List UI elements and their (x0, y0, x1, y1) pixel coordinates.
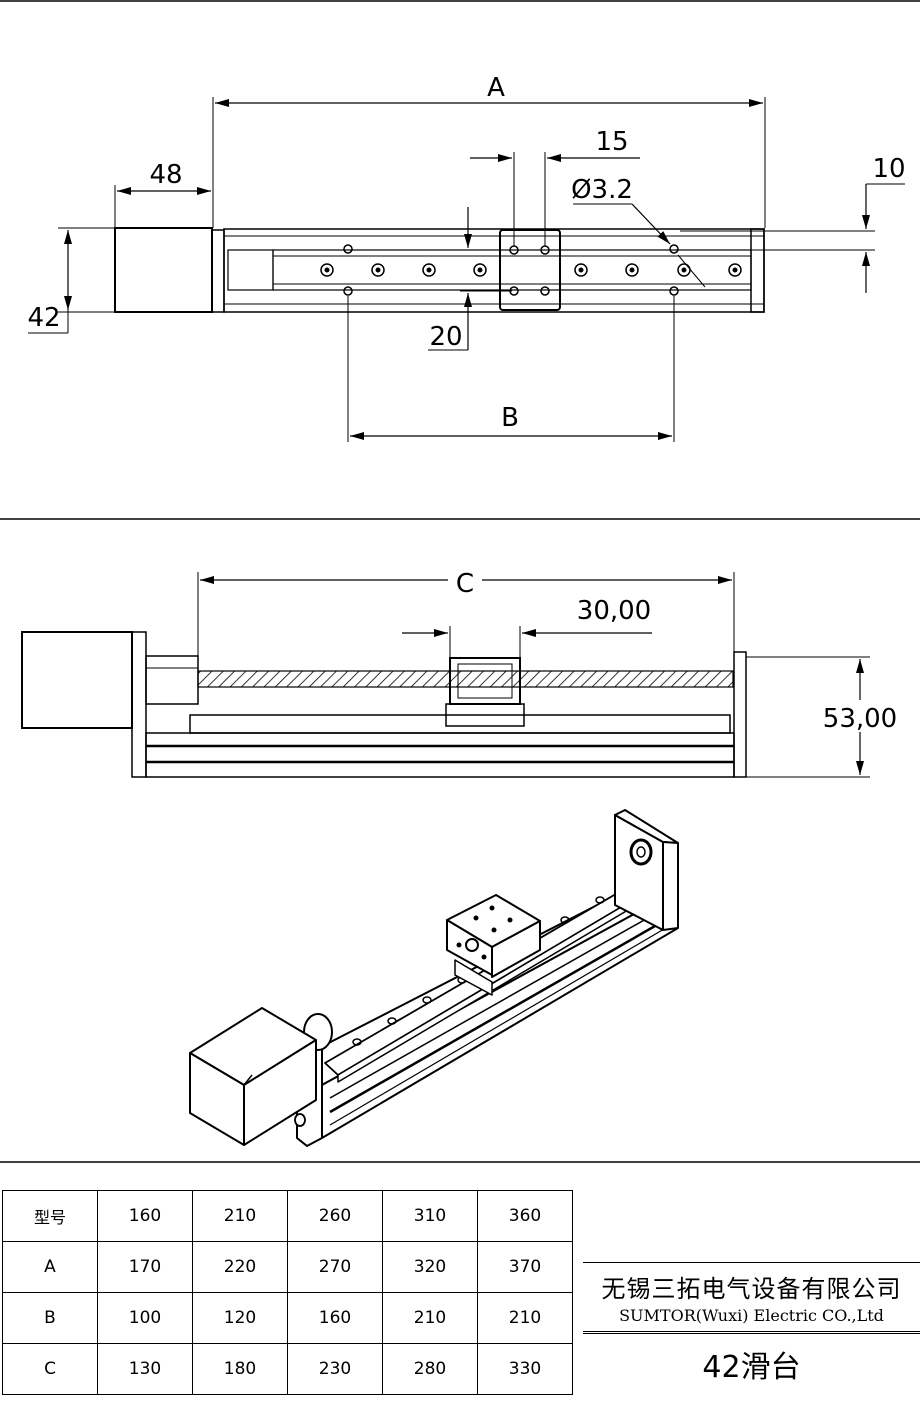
dim-label-B: B (501, 403, 519, 433)
table-cell: 210 (382, 1292, 478, 1344)
iso-motor-right (243, 1039, 317, 1146)
label-bg (448, 564, 482, 594)
table-cell: 型号 (2, 1190, 98, 1242)
table-cell: 260 (287, 1190, 383, 1242)
table-cell: 230 (287, 1343, 383, 1395)
company-name-cn: 无锡三拓电气设备有限公司 (601, 1275, 902, 1303)
iso-motor-chamfer (243, 1074, 253, 1086)
dim-label-42: 42 (27, 303, 60, 333)
table-row: B 100 120 160 210 210 (2, 1292, 573, 1344)
table-cell: 330 (477, 1343, 573, 1395)
lead-screw (197, 670, 734, 688)
table-cell: 130 (97, 1343, 193, 1395)
motor-flange-side (131, 631, 147, 778)
iso-bearing-inner (636, 846, 646, 858)
product-title: 42滑台 (583, 1333, 920, 1401)
iso-profile-line (329, 912, 677, 1114)
isometric-view (189, 809, 679, 1147)
dim-label-A: A (487, 73, 505, 103)
table-cell: 120 (192, 1292, 288, 1344)
mount-hole (669, 244, 679, 254)
table-cell: 210 (477, 1292, 573, 1344)
table-cell: 320 (382, 1241, 478, 1293)
dim-label-20: 20 (429, 322, 462, 352)
motor-side (21, 631, 133, 729)
company-name-en: SUMTOR(Wuxi) Electric CO.,Ltd (619, 1306, 884, 1325)
table-cell: 270 (287, 1241, 383, 1293)
iso-flange-hole (294, 1113, 306, 1127)
table-cell: 210 (192, 1190, 288, 1242)
motor-flange-top (211, 229, 225, 313)
dim-label-hole: Ø3.2 (571, 175, 633, 205)
guide-rail (189, 714, 731, 734)
label-bg (822, 700, 900, 732)
top-view: A 48 42 15 Ø3.2 10 2 (27, 73, 906, 442)
coupler-top (227, 249, 274, 291)
side-view: C 30,00 53,00 (21, 564, 900, 778)
carriage-hole (540, 286, 550, 296)
iso-carriage-holes (473, 905, 513, 933)
table-cell: 280 (382, 1343, 478, 1395)
table-cell: C (2, 1343, 98, 1395)
table-cell: 310 (382, 1190, 478, 1242)
leader-hole (631, 203, 671, 245)
leader-line (677, 254, 706, 288)
table-cell: 160 (287, 1292, 383, 1344)
iso-carriage-base (454, 959, 493, 996)
iso-end-plate-edge (662, 841, 679, 931)
iso-profile-line (329, 901, 677, 1099)
iso-carriage-screw (456, 942, 462, 948)
carriage-top (499, 229, 561, 311)
motor-top (114, 227, 213, 313)
mount-hole (343, 286, 353, 296)
company-block: 无锡三拓电气设备有限公司 SUMTOR(Wuxi) Electric CO.,L… (583, 1262, 920, 1332)
table-cell: 220 (192, 1241, 288, 1293)
table-cell: 370 (477, 1241, 573, 1293)
spec-table: 型号 160 210 260 310 360 A 170 220 270 320… (2, 1190, 573, 1395)
mount-hole (669, 286, 679, 296)
end-plate-side (733, 651, 747, 778)
table-row: C 130 180 230 280 330 (2, 1343, 573, 1395)
table-cell: B (2, 1292, 98, 1344)
table-header-row: 型号 160 210 260 310 360 (2, 1190, 573, 1242)
iso-carriage-right (491, 920, 541, 978)
dim-label-C: C (456, 569, 474, 599)
end-plate-top (750, 228, 765, 313)
table-cell: 360 (477, 1190, 573, 1242)
dim-label-30: 30,00 (577, 596, 651, 626)
coupler-side (145, 655, 199, 705)
table-cell: 170 (97, 1241, 193, 1293)
iso-carriage-screw (481, 954, 487, 960)
table-row: A 170 220 270 320 370 (2, 1241, 573, 1293)
dim-label-53: 53,00 (823, 704, 897, 734)
dim-label-15: 15 (595, 127, 628, 157)
profile-side (145, 732, 735, 778)
iso-carriage-bore (465, 938, 479, 952)
table-cell: 160 (97, 1190, 193, 1242)
dim-label-10: 10 (872, 154, 905, 184)
mount-hole (343, 244, 353, 254)
rail-screws (320, 263, 742, 277)
carriage-inner (457, 663, 513, 699)
iso-profile-line (329, 921, 677, 1126)
table-cell: 100 (97, 1292, 193, 1344)
dim-label-48: 48 (149, 160, 182, 190)
table-cell: A (2, 1241, 98, 1293)
table-cell: 180 (192, 1343, 288, 1395)
